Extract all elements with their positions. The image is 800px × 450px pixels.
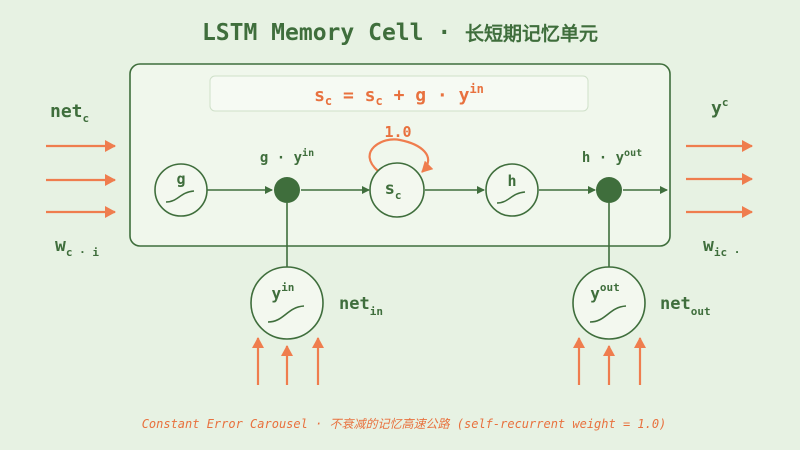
label-h-yout: h · yout [582,148,642,166]
label-y-c: yc [711,96,728,119]
label-net-c: netc [50,101,89,125]
equation-box [209,75,589,112]
self-loop-arrow [368,138,434,173]
output-gate-node [572,266,646,340]
input-gate-label: yin [272,281,295,303]
output-gate-multiplier [596,177,622,203]
input-gate-sigmoid-icon [267,305,305,323]
cell-state-label: sc [385,179,402,202]
output-gate-sigmoid-icon [589,305,627,323]
self-loop-weight: 1.0 [384,123,411,141]
footer-caption: Constant Error Carousel · 不衰减的记忆高速公路 (se… [142,417,667,431]
output-gate-label: yout [590,281,620,303]
diagram-title: LSTM Memory Cell · 长短期记忆单元 [202,20,598,46]
cell-state-node [369,162,425,218]
input-gate-node [250,266,324,340]
h-sigmoid-icon [496,191,526,204]
label-w-ic: wic · [703,235,740,259]
label-g-yin: g · yin [260,147,314,166]
label-w-ci: wc · i [55,235,99,259]
g-sigmoid-icon [165,190,195,203]
h-node-label: h [507,172,516,190]
g-node [154,163,208,217]
input-gate-multiplier [274,177,300,203]
state-update-equation: sc = sc + g · yin [314,82,484,108]
label-net-in: netin [339,294,383,318]
label-net-out: netout [660,294,711,318]
g-node-label: g [176,170,185,188]
